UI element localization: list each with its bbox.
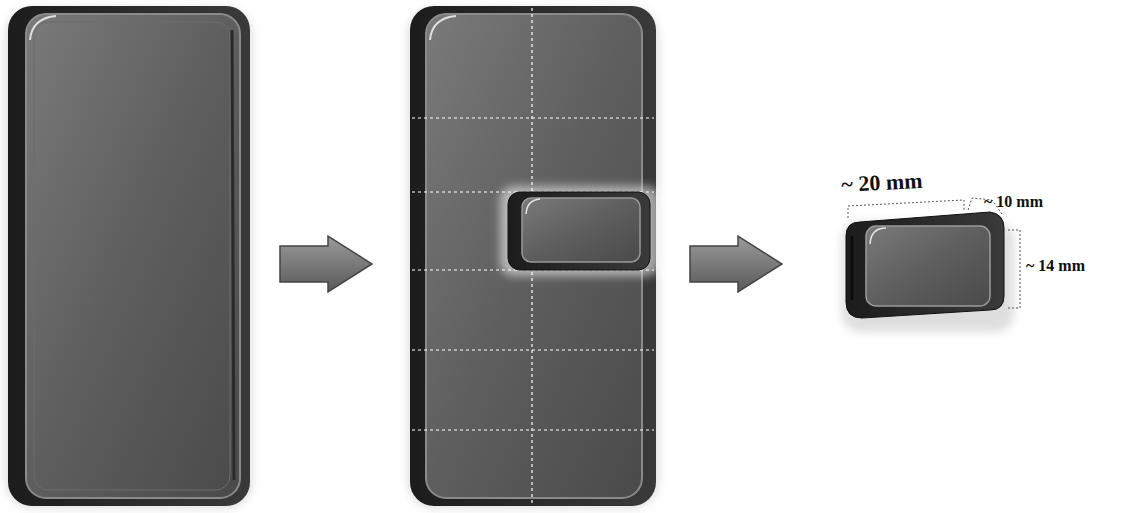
- block-arrow: [690, 236, 782, 292]
- small-block: [842, 212, 1014, 332]
- dimension-label: ~ 14 mm: [1026, 258, 1085, 274]
- slab-grid: [408, 6, 660, 508]
- dimension-label: ~ 10 mm: [984, 194, 1043, 210]
- dimension-bracket: [848, 198, 1020, 308]
- dimension-label: ~ 20 mm: [841, 170, 923, 196]
- slab: [6, 6, 252, 508]
- block-arrow: [280, 236, 372, 292]
